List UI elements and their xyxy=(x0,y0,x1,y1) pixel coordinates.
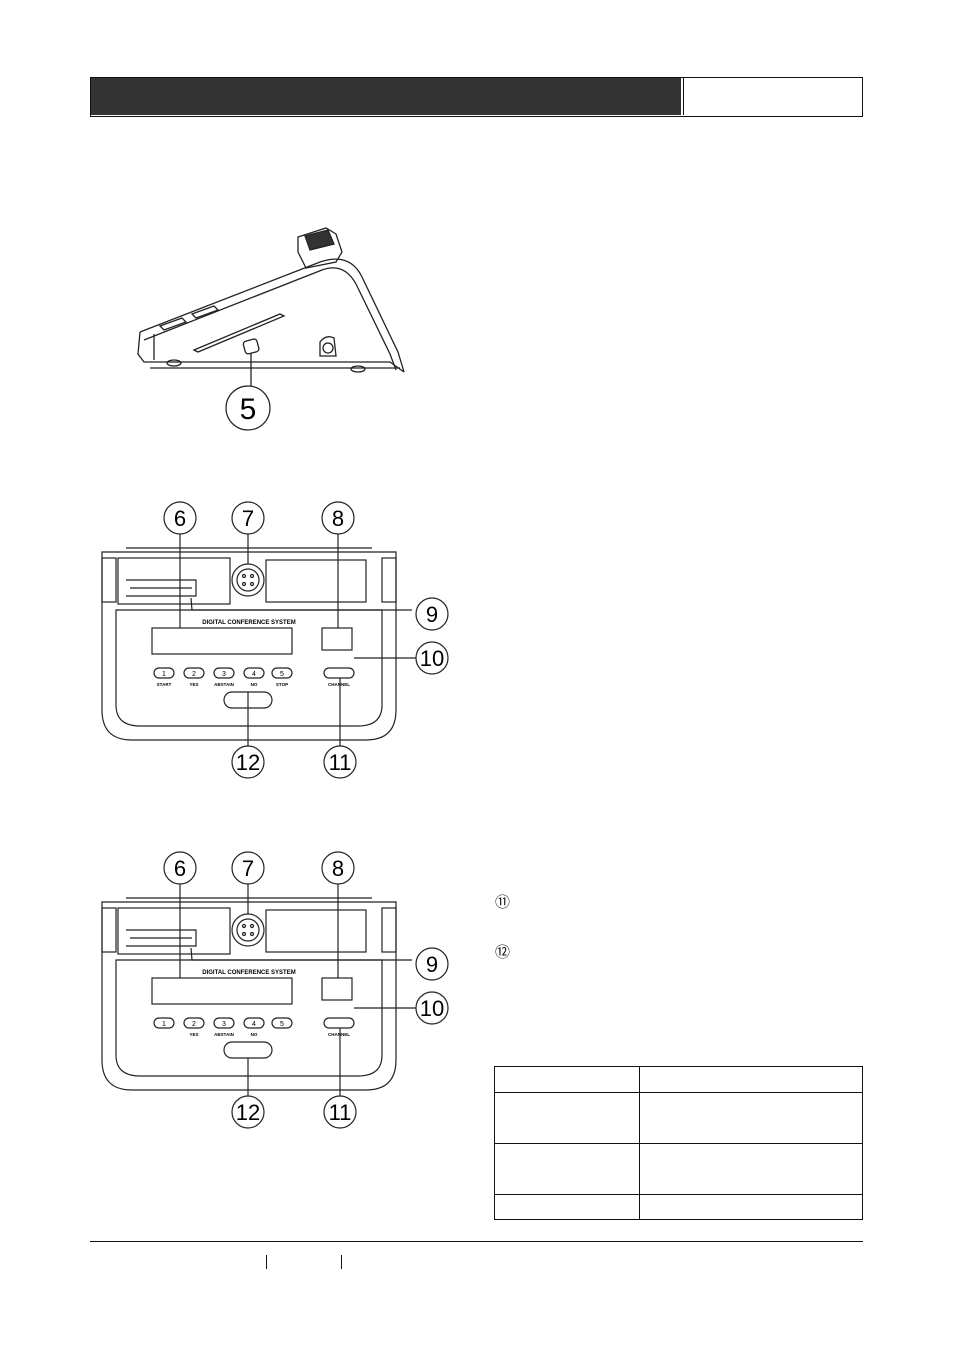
table-cell xyxy=(494,1066,640,1093)
key-label: STOP xyxy=(276,682,288,687)
channel-label: CHANNEL xyxy=(328,682,350,687)
side-view-figure: 5 xyxy=(137,227,405,431)
footer-separator xyxy=(341,1255,342,1269)
header-bar xyxy=(90,77,863,117)
key-label: YES xyxy=(189,1032,198,1037)
key-number: 5 xyxy=(280,671,284,678)
footer-rule xyxy=(90,1241,863,1242)
front-view-a-figure: DIGITAL CONFERENCE SYSTEM 1 2 3 4 5 STAR… xyxy=(101,501,449,779)
callout-number: 8 xyxy=(332,856,344,881)
callout-number: 6 xyxy=(174,506,186,531)
callout-number: 7 xyxy=(242,856,254,881)
panel-text: DIGITAL CONFERENCE SYSTEM xyxy=(202,620,295,626)
key-number: 4 xyxy=(252,1021,256,1028)
callout-number: 9 xyxy=(426,602,438,627)
table-row xyxy=(494,1092,863,1144)
table-cell xyxy=(639,1194,863,1220)
callout-number: 12 xyxy=(236,750,260,775)
key-label: ABSTAIN xyxy=(214,1032,234,1037)
note-marker-11: ⑪ xyxy=(495,893,511,911)
table-row xyxy=(494,1194,863,1220)
key-number: 1 xyxy=(162,671,166,678)
callout-circle xyxy=(225,385,271,431)
key-label: ABSTAIN xyxy=(214,682,234,687)
callout-number: 11 xyxy=(329,750,352,775)
key-number: 3 xyxy=(222,1021,226,1028)
callout-number: 10 xyxy=(420,996,444,1021)
front-view-b-figure: DIGITAL CONFERENCE SYSTEM 1 2 3 4 5 YES … xyxy=(101,851,449,1129)
callout-number: 5 xyxy=(240,393,257,426)
key-number: 2 xyxy=(192,671,196,678)
header-page-block xyxy=(683,78,862,115)
note-marker-12: ⑫ xyxy=(495,943,511,961)
table-row xyxy=(494,1066,863,1093)
callout-number: 6 xyxy=(174,856,186,881)
table-cell xyxy=(494,1194,640,1220)
key-number: 5 xyxy=(280,1021,284,1028)
table-cell xyxy=(639,1143,863,1195)
table-cell xyxy=(494,1092,640,1144)
channel-label: CHANNEL xyxy=(328,1032,350,1037)
callout-number: 9 xyxy=(426,952,438,977)
key-label: START xyxy=(157,682,172,687)
callout-number: 12 xyxy=(236,1100,260,1125)
table-cell xyxy=(639,1092,863,1144)
key-number: 3 xyxy=(222,671,226,678)
spec-table xyxy=(494,1066,863,1220)
callout-number: 11 xyxy=(329,1100,352,1125)
key-label: NO xyxy=(251,682,258,687)
callout-number: 7 xyxy=(242,506,254,531)
key-number: 4 xyxy=(252,671,256,678)
key-number: 2 xyxy=(192,1021,196,1028)
key-label: NO xyxy=(251,1032,258,1037)
callout-number: 10 xyxy=(420,646,444,671)
key-number: 1 xyxy=(162,1021,166,1028)
header-title-block xyxy=(91,78,681,115)
table-row xyxy=(494,1143,863,1195)
callout-number: 8 xyxy=(332,506,344,531)
table-cell xyxy=(494,1143,640,1195)
panel-text: DIGITAL CONFERENCE SYSTEM xyxy=(202,970,295,976)
footer-separator xyxy=(266,1255,267,1269)
key-label: YES xyxy=(189,682,198,687)
table-cell xyxy=(639,1066,863,1093)
